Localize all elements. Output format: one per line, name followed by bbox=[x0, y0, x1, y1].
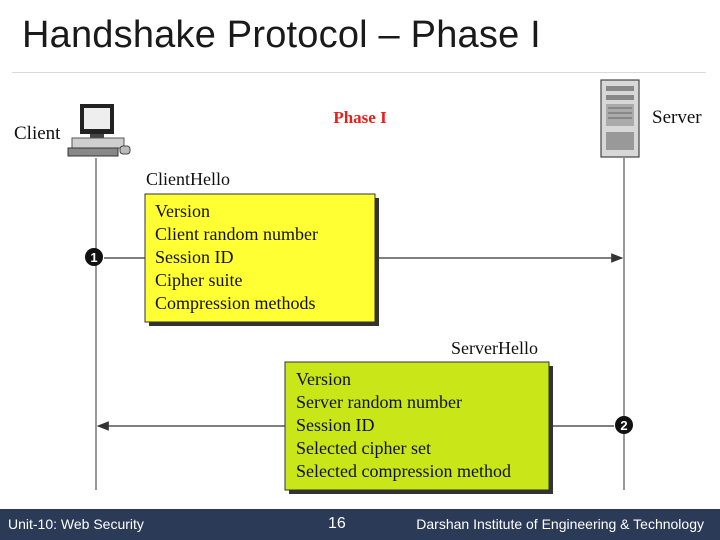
server-hello-field: Selected compression method bbox=[296, 461, 511, 481]
footer-page-number: 16 bbox=[328, 515, 346, 532]
client-hello-field: Version bbox=[155, 201, 210, 221]
slide-title: Handshake Protocol – Phase I bbox=[22, 14, 541, 56]
footer-institute: Darshan Institute of Engineering & Techn… bbox=[416, 516, 704, 532]
slide-footer: Unit-10: Web Security 16 Darshan Institu… bbox=[0, 509, 720, 540]
client-label: Client bbox=[14, 123, 61, 144]
footer-unit: Unit-10: Web Security bbox=[8, 516, 144, 532]
server-hello-field: Selected cipher set bbox=[296, 438, 431, 458]
client-hello-field: Compression methods bbox=[155, 293, 316, 313]
server-hello-field: Version bbox=[296, 369, 351, 389]
step-2-label: 2 bbox=[620, 418, 627, 433]
client-hello-box bbox=[144, 193, 376, 323]
server-label: Server bbox=[652, 107, 702, 128]
client-hello-field: Session ID bbox=[155, 247, 234, 267]
title-divider bbox=[12, 72, 706, 73]
step-1-badge bbox=[85, 248, 103, 266]
server-hello-title: ServerHello bbox=[451, 338, 538, 358]
handshake-diagram: Phase I Client Server ClientHello Versio… bbox=[14, 79, 702, 494]
client-hello-field: Client random number bbox=[155, 224, 318, 244]
server-hello-box bbox=[284, 361, 550, 491]
client-computer-icon bbox=[67, 104, 131, 157]
client-hello-title: ClientHello bbox=[146, 169, 230, 189]
step-2-badge bbox=[615, 416, 633, 434]
step-1-label: 1 bbox=[90, 250, 97, 265]
server-tower-icon bbox=[600, 79, 640, 158]
server-hello-field: Session ID bbox=[296, 415, 375, 435]
client-hello-field: Cipher suite bbox=[155, 270, 243, 290]
phase-label: Phase I bbox=[333, 108, 387, 127]
server-hello-field: Server random number bbox=[296, 392, 462, 412]
